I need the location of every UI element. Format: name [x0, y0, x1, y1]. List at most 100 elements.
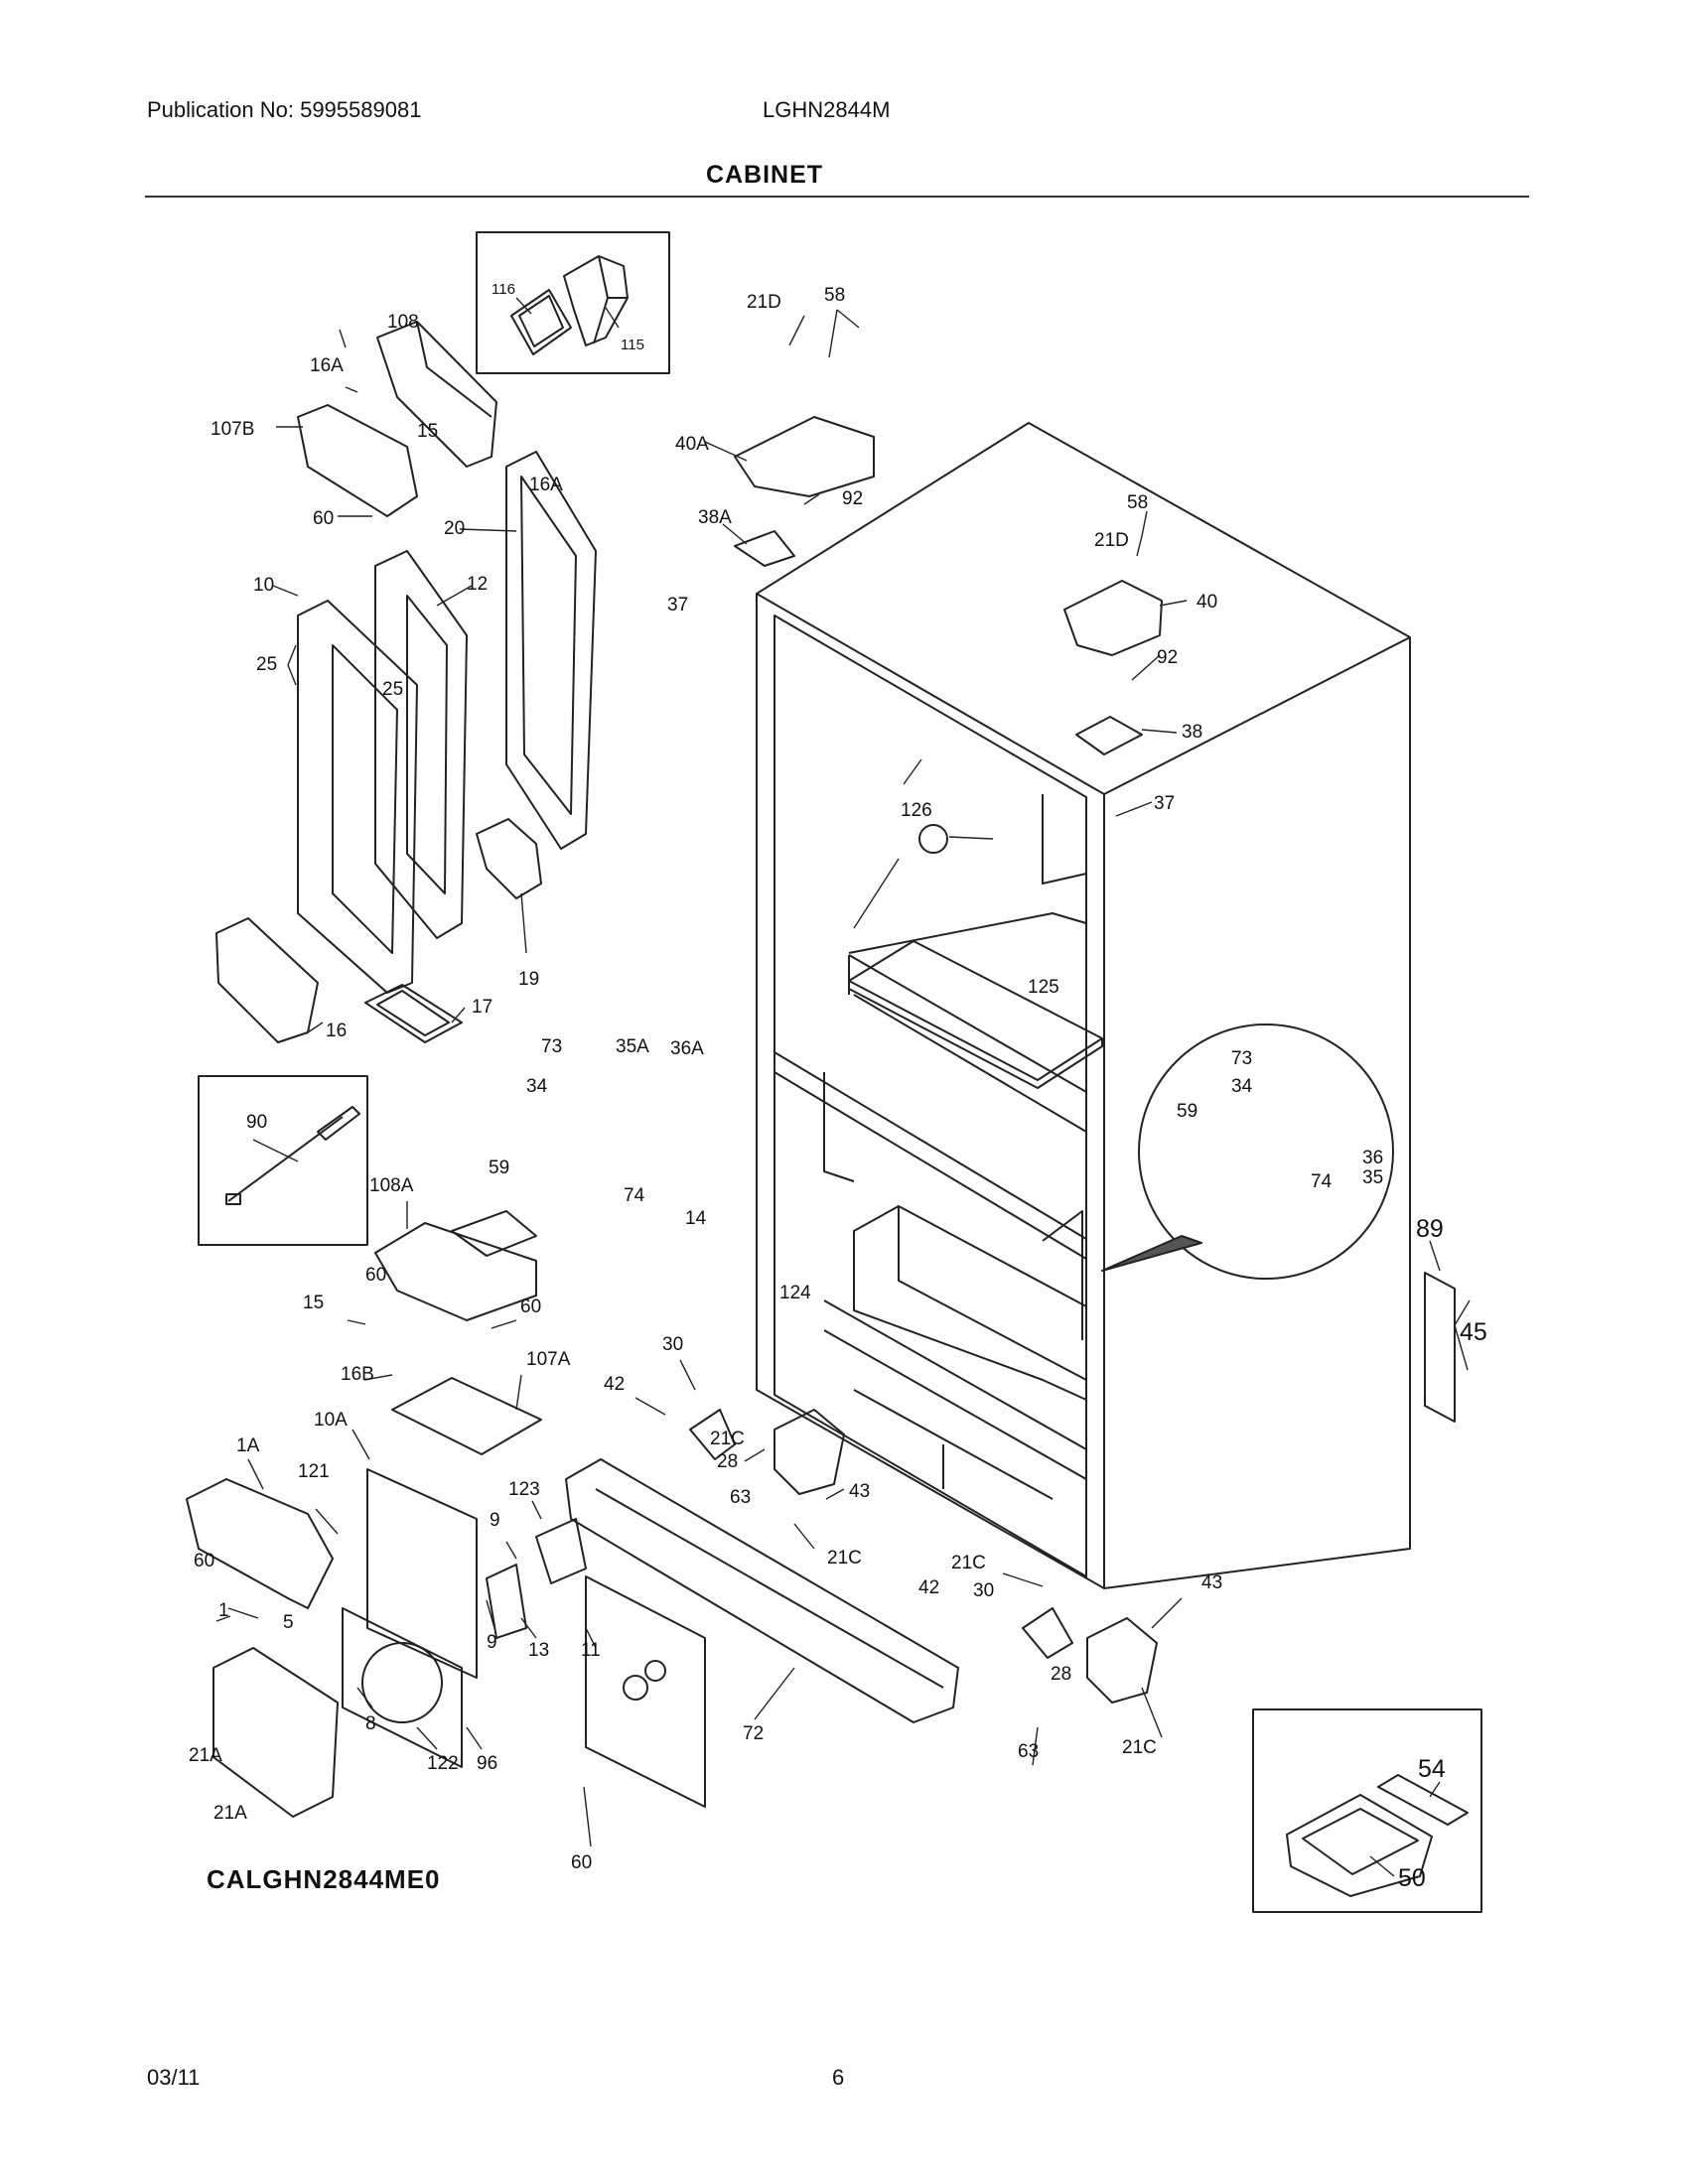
footer-page-number: 6 [832, 2065, 845, 2090]
callout-122: 122 [427, 1753, 459, 1774]
callout-125: 125 [1028, 977, 1059, 998]
callout-16A: 16A [310, 355, 344, 376]
callout-15: 15 [417, 421, 438, 442]
callout-74-b: 74 [1311, 1171, 1333, 1192]
cover-107A [391, 1377, 542, 1455]
callout-58-a: 58 [824, 285, 845, 306]
callout-21D-a: 21D [747, 292, 781, 313]
callout-8: 8 [365, 1713, 376, 1734]
tray-17 [364, 984, 463, 1043]
cover-1 [212, 1647, 339, 1818]
callout-5: 5 [283, 1612, 294, 1633]
hinge-cover-40A [734, 416, 875, 497]
publication-number: Publication No: 5995589081 [147, 97, 422, 122]
cover-107B [297, 404, 418, 517]
callout-21D-b: 21D [1094, 530, 1129, 551]
callout-108A: 108A [369, 1175, 414, 1196]
callout-38A: 38A [698, 507, 732, 528]
callout-28-a: 28 [717, 1451, 738, 1472]
callout-40A: 40A [675, 434, 709, 455]
duct-12 [374, 550, 468, 939]
bracket-89 [1424, 1272, 1456, 1423]
inset-box-116-115 [476, 231, 670, 374]
callout-35: 35 [1362, 1167, 1383, 1188]
hinge-cover-40 [1063, 580, 1163, 656]
callout-108: 108 [387, 312, 419, 333]
callout-37-a: 37 [667, 595, 688, 615]
callout-1: 1 [218, 1600, 229, 1621]
shelf-125 [848, 940, 1103, 1089]
callout-13: 13 [528, 1640, 549, 1661]
callout-115: 115 [621, 337, 644, 353]
callout-121: 121 [298, 1461, 330, 1482]
leader-lines [215, 297, 1471, 1877]
tray-50 [1286, 1794, 1433, 1897]
callout-10A: 10A [314, 1410, 348, 1431]
callout-63-a: 63 [730, 1487, 751, 1508]
callout-21C-b: 21C [827, 1548, 862, 1569]
header-divider [145, 196, 1529, 198]
hinge-bracket-30a [689, 1409, 736, 1460]
callout-42-a: 42 [604, 1374, 625, 1395]
callout-89: 89 [1416, 1215, 1444, 1243]
callout-16A-2: 16A [529, 475, 563, 495]
housing-108A [374, 1210, 537, 1321]
callout-45: 45 [1460, 1318, 1487, 1346]
callout-10: 10 [253, 575, 274, 596]
fan-shroud-122 [342, 1607, 463, 1768]
callout-15-b: 15 [303, 1293, 324, 1313]
callout-34-a: 34 [526, 1076, 548, 1097]
callout-19: 19 [518, 969, 539, 990]
callout-74-a: 74 [624, 1185, 645, 1206]
callout-17: 17 [472, 997, 492, 1018]
callout-21A-a: 21A [189, 1745, 222, 1766]
hinge-43a [774, 1409, 845, 1495]
housing-108 [376, 321, 497, 468]
bracket-123 [535, 1518, 587, 1584]
callout-43-a: 43 [849, 1481, 870, 1502]
detail-magnifier [1138, 1024, 1394, 1280]
plug-126 [918, 824, 948, 854]
hinge-38 [1075, 716, 1143, 755]
hinge-bracket-30b [1022, 1607, 1073, 1659]
callout-60-b: 60 [365, 1265, 386, 1286]
gasket-116 [510, 289, 572, 355]
hinge-38A [734, 530, 795, 567]
duct-20 [505, 451, 597, 850]
hinge-43b [1086, 1617, 1158, 1704]
callout-21C-c: 21C [951, 1553, 986, 1573]
callout-90: 90 [246, 1112, 267, 1133]
housing-115 [563, 255, 629, 346]
callout-72: 72 [743, 1723, 764, 1744]
callout-92-a: 92 [842, 488, 863, 509]
callout-73-b: 73 [1231, 1048, 1252, 1069]
callout-43-b: 43 [1201, 1572, 1222, 1593]
callout-21A-b: 21A [213, 1803, 247, 1824]
callout-14: 14 [685, 1208, 707, 1229]
callout-9-a: 9 [490, 1510, 500, 1531]
callout-40: 40 [1196, 592, 1217, 613]
callout-20: 20 [444, 518, 465, 539]
callout-35A: 35A [616, 1036, 649, 1057]
callout-12: 12 [467, 574, 488, 595]
rear-panel-11 [585, 1575, 706, 1808]
callout-107A: 107A [526, 1349, 571, 1370]
callout-126: 126 [901, 800, 932, 821]
callout-9-b: 9 [487, 1632, 497, 1653]
inset-box-90 [198, 1075, 368, 1246]
callout-60-d: 60 [194, 1551, 214, 1571]
callout-60-c: 60 [520, 1297, 541, 1317]
callout-54: 54 [1418, 1755, 1446, 1783]
callout-21C-a: 21C [710, 1429, 745, 1449]
callout-96: 96 [477, 1753, 497, 1774]
callout-123: 123 [508, 1479, 540, 1500]
panel-10A [366, 1468, 478, 1679]
callout-34-b: 34 [1231, 1076, 1253, 1097]
callout-60a: 60 [313, 508, 334, 529]
callout-59-b: 59 [1177, 1101, 1197, 1122]
callout-21C-d: 21C [1122, 1737, 1157, 1758]
part-19 [476, 818, 542, 899]
callout-36: 36 [1362, 1148, 1383, 1168]
callout-37-b: 37 [1154, 793, 1175, 814]
